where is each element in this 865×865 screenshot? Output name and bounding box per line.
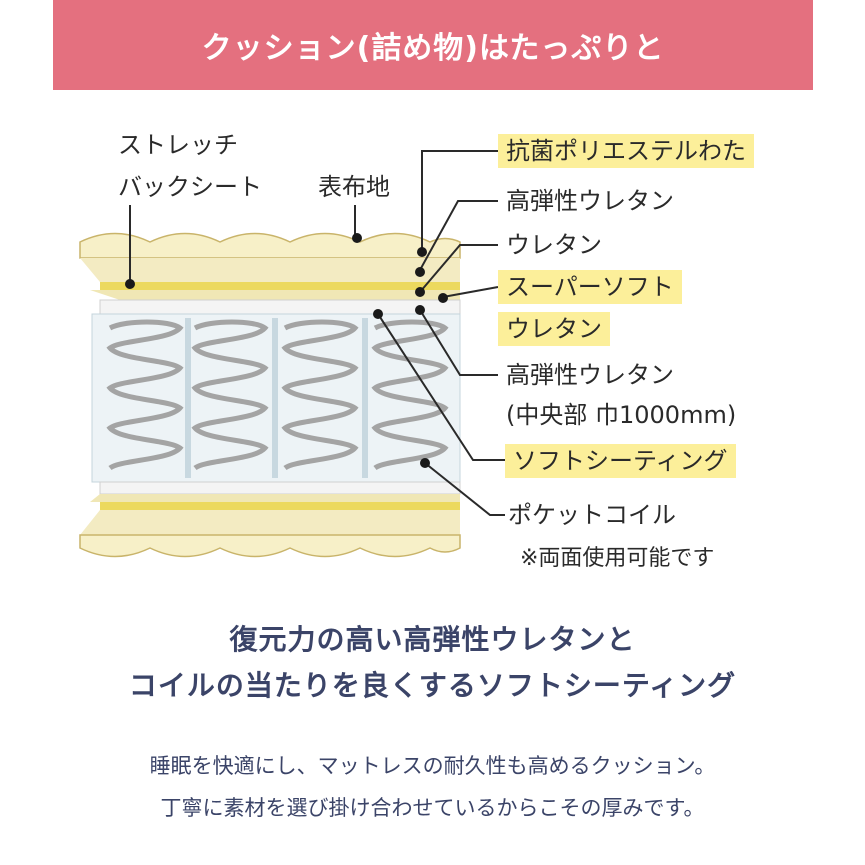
coil-1 xyxy=(106,319,184,471)
coil-3 xyxy=(281,319,359,471)
leader-lines xyxy=(129,150,505,516)
banner-title: クッション(詰め物)はたっぷりと xyxy=(201,31,665,66)
top-cover-fabric xyxy=(79,232,461,259)
label-urethane: ウレタン xyxy=(506,231,602,259)
label-super-soft-line1: スーパーソフト xyxy=(498,270,682,304)
leader-dots xyxy=(125,233,448,468)
coil-4 xyxy=(371,319,449,471)
label-pocket-coil: ポケットコイル xyxy=(508,501,676,529)
leader-urethane xyxy=(419,244,498,293)
leader-soft-seating xyxy=(377,313,505,461)
body-text-line2: 丁寧に素材を選び掛け合わせているからこその厚みです。 xyxy=(160,796,705,820)
leader-high-resilience-mid xyxy=(419,309,498,376)
top-yellow-layer xyxy=(100,282,460,290)
leader-antibacterial-poly xyxy=(421,150,498,252)
label-cover-fabric: 表布地 xyxy=(318,173,390,201)
top-gray-sheet xyxy=(99,299,461,315)
leader-high-resilience-top xyxy=(419,200,498,271)
label-center-width: (中央部 巾1000mm) xyxy=(506,401,737,429)
reversible-note: ※両面使用可能です xyxy=(520,546,715,571)
label-high-resilience-urethane-mid: 高弾性ウレタン xyxy=(506,361,674,389)
coil-dividers xyxy=(185,318,368,478)
headline-line2: コイルの当たりを良くするソフトシーティング xyxy=(128,669,737,702)
label-high-resilience-urethane-top: 高弾性ウレタン xyxy=(506,187,674,215)
bottom-soft-seating-layer xyxy=(90,494,460,502)
bottom-gray-sheet xyxy=(99,481,461,495)
mattress-cross-section-diagram xyxy=(79,150,505,558)
headline-line1: 復元力の高い高弾性ウレタンと xyxy=(229,623,636,656)
top-soft-seating-layer xyxy=(90,290,460,300)
coil-2 xyxy=(191,319,269,471)
label-super-soft-line2: ウレタン xyxy=(498,312,610,346)
label-stretch-back-sheet-line2: バックシート xyxy=(118,173,262,201)
bottom-cover-fabric xyxy=(79,534,461,558)
bottom-cushion-layer xyxy=(80,510,460,535)
bottom-yellow-layer xyxy=(100,502,460,510)
label-antibacterial-poly: 抗菌ポリエステルわた xyxy=(498,134,754,168)
leader-super-soft xyxy=(442,286,499,298)
body-text-line1: 睡眠を快適にし、マットレスの耐久性も高めるクッション。 xyxy=(149,754,716,778)
pocket-coils xyxy=(106,319,449,471)
title-banner: クッション(詰め物)はたっぷりと xyxy=(53,0,813,90)
top-cushion-layer xyxy=(80,258,460,282)
label-soft-seating: ソフトシーティング xyxy=(505,444,736,478)
label-stretch-back-sheet-line1: ストレッチ xyxy=(118,131,238,159)
leader-pocket-coil xyxy=(424,462,505,516)
